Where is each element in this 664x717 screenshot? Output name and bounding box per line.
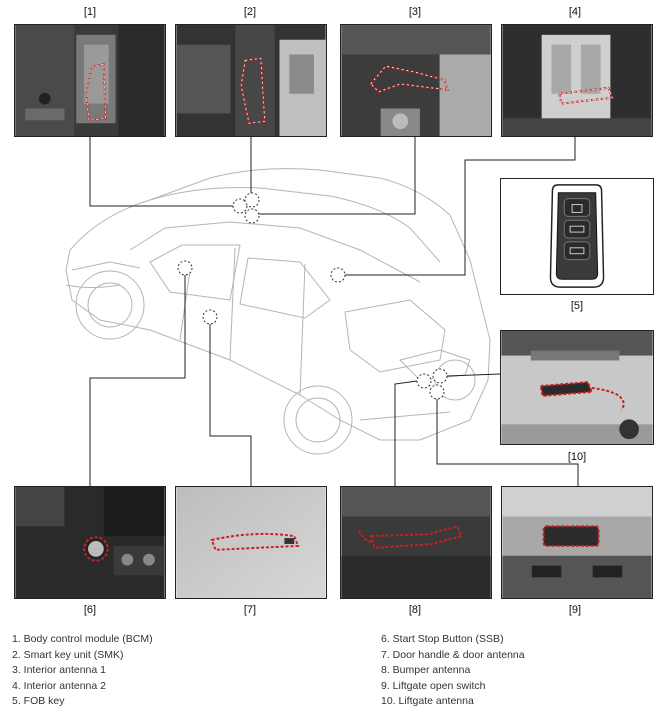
photo-bumper-antenna	[340, 486, 492, 599]
photo-label-9: [9]	[568, 604, 582, 616]
legend-item: 2. Smart key unit (SMK)	[12, 648, 124, 661]
photo-label-4: [4]	[568, 6, 582, 18]
legend-item: 8. Bumper antenna	[381, 664, 471, 677]
legend-item: 4. Interior antenna 2	[12, 679, 106, 692]
photo-label-2: [2]	[243, 6, 257, 18]
legend-left: 1. Body control module (BCM) 2. Smart ke…	[12, 632, 153, 710]
legend-item: 7. Door handle & door antenna	[381, 648, 525, 661]
photo-smk	[175, 24, 327, 137]
photo-start-stop-button	[14, 486, 166, 599]
photo-label-5: [5]	[570, 300, 584, 312]
photo-interior-antenna-1	[340, 24, 492, 137]
legend-right: 6. Start Stop Button (SSB) 7. Door handl…	[381, 632, 525, 710]
legend-item: 1. Body control module (BCM)	[12, 633, 153, 645]
legend-item: 10. Liftgate antenna	[381, 695, 474, 708]
photo-fob-key	[500, 178, 654, 295]
photo-bcm	[14, 24, 166, 137]
photo-door-handle	[175, 486, 327, 599]
car-outline	[65, 168, 491, 455]
photo-label-3: [3]	[408, 6, 422, 18]
photo-label-10: [10]	[567, 451, 587, 463]
photo-interior-antenna-2	[501, 24, 653, 137]
location-markers	[177, 192, 448, 400]
legend-item: 3. Interior antenna 1	[12, 664, 106, 677]
photo-label-7: [7]	[243, 604, 257, 616]
photo-liftgate-antenna	[500, 330, 654, 445]
photo-label-6: [6]	[83, 604, 97, 616]
photo-label-8: [8]	[408, 604, 422, 616]
photo-liftgate-open-switch	[501, 486, 653, 599]
legend-item: 9. Liftgate open switch	[381, 679, 486, 692]
legend-item: 6. Start Stop Button (SSB)	[381, 633, 504, 645]
photo-label-1: [1]	[83, 6, 97, 18]
legend-item: 5. FOB key	[12, 695, 65, 708]
